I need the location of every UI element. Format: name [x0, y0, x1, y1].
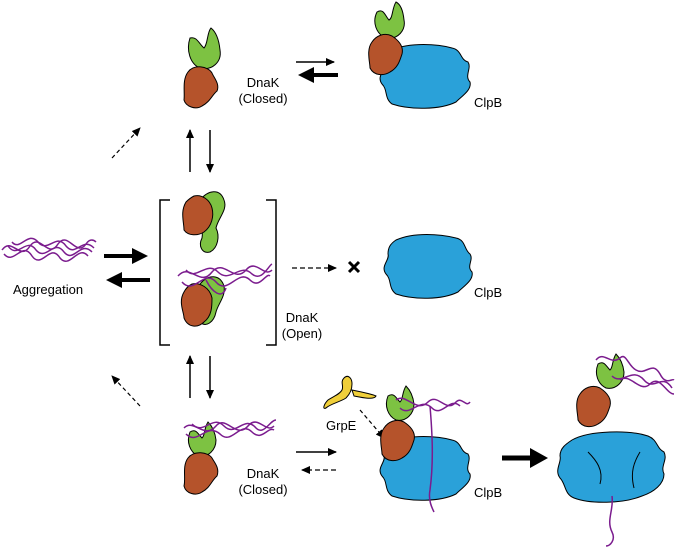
- dnak-nbd-open-lower: [180, 283, 213, 327]
- dnak-lid-released: [595, 353, 625, 389]
- clpb-mid-label: ClpB: [474, 285, 502, 300]
- open-mid-label: (Open): [282, 326, 322, 341]
- aggregation-label: Aggregation: [13, 282, 83, 297]
- dnak-released: [576, 353, 675, 428]
- substrate-threading: [395, 397, 471, 513]
- dnak-nbd-open-upper: [182, 195, 214, 236]
- closed-bot-label: (Closed): [238, 482, 287, 497]
- dnak-mid-label: DnaK: [286, 310, 319, 325]
- substrate-aggregate: [1, 237, 97, 262]
- closed-top-label: (Closed): [238, 91, 287, 106]
- dnak-lid-bottom-right: [385, 385, 415, 421]
- dnak-closed-top: [183, 27, 221, 109]
- bracket-right: [266, 199, 277, 346]
- grpe-shape: [323, 375, 353, 409]
- arrow-left-bold-mid: [106, 272, 150, 288]
- dnak-open-lower: [177, 263, 273, 327]
- dnak-open-upper: [182, 191, 226, 253]
- dnak-lid-top-right: [374, 1, 405, 39]
- dnak-nbd-released: [576, 385, 611, 428]
- substrate-bound-open: [177, 263, 273, 295]
- grpe-label: GrpE: [326, 418, 357, 433]
- arrow-bold-disaggregation: [502, 448, 548, 468]
- arrow-dashed-up-left-lower: [111, 375, 141, 407]
- dnak-lid-top: [187, 27, 221, 70]
- substrate-released: [595, 355, 675, 395]
- clpb-hexamer-mid: [383, 234, 473, 299]
- clpb-bot-label: ClpB: [474, 485, 502, 500]
- arrow-right-bold-mid: [104, 248, 148, 264]
- dnak-nbd-top: [183, 66, 219, 109]
- clpb-top-label: ClpB: [474, 95, 502, 110]
- substrate-bound-bottom: [183, 419, 277, 439]
- blocked-x-icon: [347, 260, 361, 274]
- clpb-disaggregating: [557, 431, 666, 547]
- dnak-nbd-bottom-right: [380, 419, 415, 462]
- arrow-grpe: [359, 409, 385, 439]
- clpb-complex-top: [368, 1, 471, 109]
- dnak-nbd-bottom: [183, 452, 219, 495]
- dnak-closed-bottom: [183, 419, 277, 495]
- dnak-top-label: DnaK: [247, 75, 280, 90]
- arrow-dashed-up-left: [111, 127, 141, 159]
- substrate-extruded: [605, 495, 615, 547]
- dnak-nbd-top-right: [368, 33, 403, 76]
- bracket-left: [159, 199, 170, 346]
- clpb-translocating: [557, 431, 666, 503]
- clpb-complex-bottom: [379, 385, 471, 513]
- arrow-left-bold-top: [298, 67, 338, 83]
- grpe-protein: [323, 375, 377, 409]
- dnak-bot-label: DnaK: [247, 466, 280, 481]
